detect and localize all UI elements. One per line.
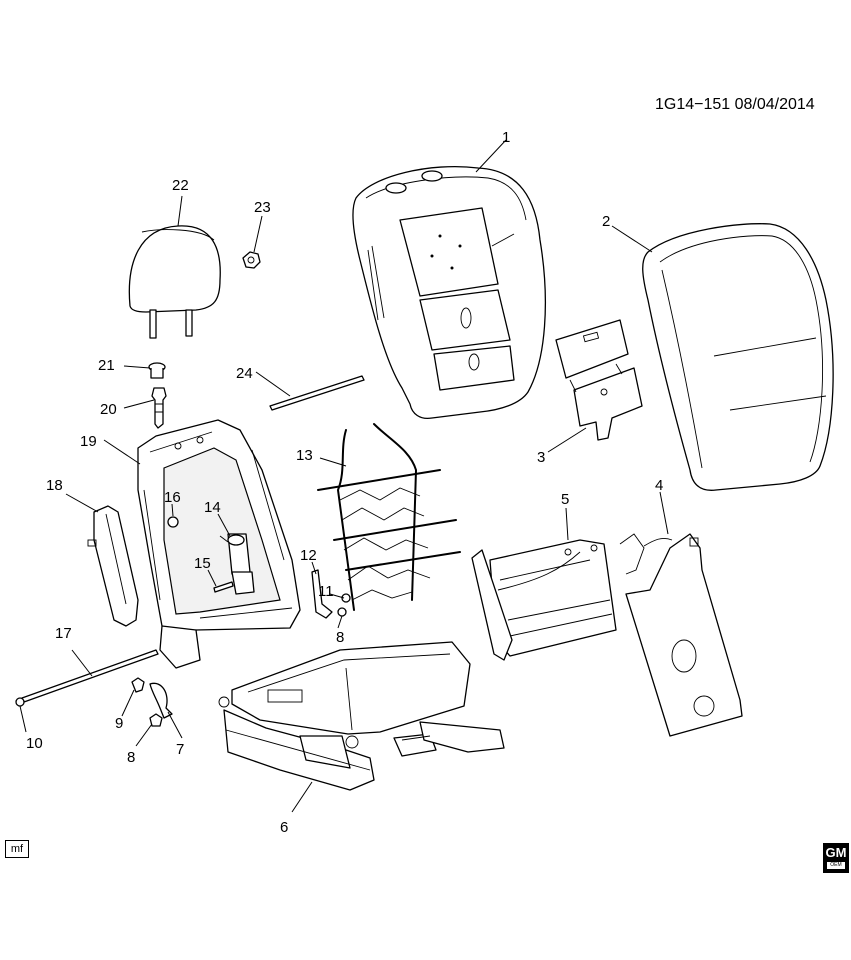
part-12-bracket bbox=[311, 569, 333, 619]
gm-logo-subtext: OEM bbox=[827, 862, 845, 869]
callout-8-upper: 8 bbox=[336, 629, 344, 646]
part-22-headrest bbox=[128, 225, 221, 339]
part-13-suspension-mat bbox=[317, 423, 461, 611]
part-20-guide-sleeve bbox=[151, 387, 167, 429]
callout-23: 23 bbox=[254, 199, 271, 216]
callout-2: 2 bbox=[602, 213, 610, 230]
callout-9: 9 bbox=[115, 715, 123, 732]
callout-7: 7 bbox=[176, 741, 184, 758]
part-8-bolt-upper bbox=[337, 607, 347, 617]
part-14-lumbar-motor bbox=[219, 533, 255, 595]
callout-14: 14 bbox=[204, 499, 221, 516]
callout-1: 1 bbox=[502, 129, 510, 146]
part-17-rod bbox=[21, 649, 159, 703]
gm-logo-text: GM bbox=[825, 845, 847, 860]
callout-17: 17 bbox=[55, 625, 72, 642]
callout-20: 20 bbox=[100, 401, 117, 418]
callout-4: 4 bbox=[655, 477, 663, 494]
part-23-headrest-guide bbox=[242, 251, 261, 269]
callout-labels: 1 2 3 4 5 6 7 8 8 9 10 11 12 13 14 15 16… bbox=[26, 129, 663, 836]
part-5-lumbar-support bbox=[471, 539, 617, 661]
part-6-seat-cushion-adjuster bbox=[218, 641, 505, 791]
callout-21: 21 bbox=[98, 357, 115, 374]
part-21-bushing bbox=[148, 362, 166, 379]
part-15-bolt bbox=[213, 581, 234, 593]
callout-11: 11 bbox=[318, 583, 334, 600]
callout-8-lower: 8 bbox=[127, 749, 135, 766]
gm-logo: GM OEM bbox=[823, 843, 849, 873]
callout-5: 5 bbox=[561, 491, 569, 508]
callout-13: 13 bbox=[296, 447, 313, 464]
callout-6: 6 bbox=[280, 819, 288, 836]
callout-22: 22 bbox=[172, 177, 189, 194]
callout-16: 16 bbox=[164, 489, 181, 506]
callout-12: 12 bbox=[300, 547, 317, 564]
callout-15: 15 bbox=[194, 555, 211, 572]
callout-3: 3 bbox=[537, 449, 545, 466]
part-11-clip bbox=[341, 593, 351, 603]
part-3-back-support-panel bbox=[555, 319, 643, 441]
part-19-seat-back-frame bbox=[137, 419, 301, 669]
part-18-airbag-module bbox=[87, 505, 139, 627]
part-4-rear-trim-panel bbox=[619, 533, 743, 737]
callout-19: 19 bbox=[80, 433, 97, 450]
document-id: 1G14−151 08/04/2014 bbox=[655, 96, 815, 113]
part-2-seat-back-panel bbox=[642, 223, 834, 491]
callout-10: 10 bbox=[26, 735, 43, 752]
part-1-seat-back-cover bbox=[352, 165, 546, 420]
leader-lines bbox=[19, 139, 669, 813]
part-7-bracket bbox=[149, 682, 173, 719]
callout-18: 18 bbox=[46, 477, 63, 494]
part-9-bolt bbox=[131, 677, 145, 693]
part-10-nut bbox=[15, 697, 25, 707]
callout-24: 24 bbox=[236, 365, 253, 382]
part-24-trim-strip bbox=[269, 375, 365, 411]
mf-label-box: mf bbox=[5, 840, 29, 858]
part-16-nut bbox=[167, 516, 179, 528]
